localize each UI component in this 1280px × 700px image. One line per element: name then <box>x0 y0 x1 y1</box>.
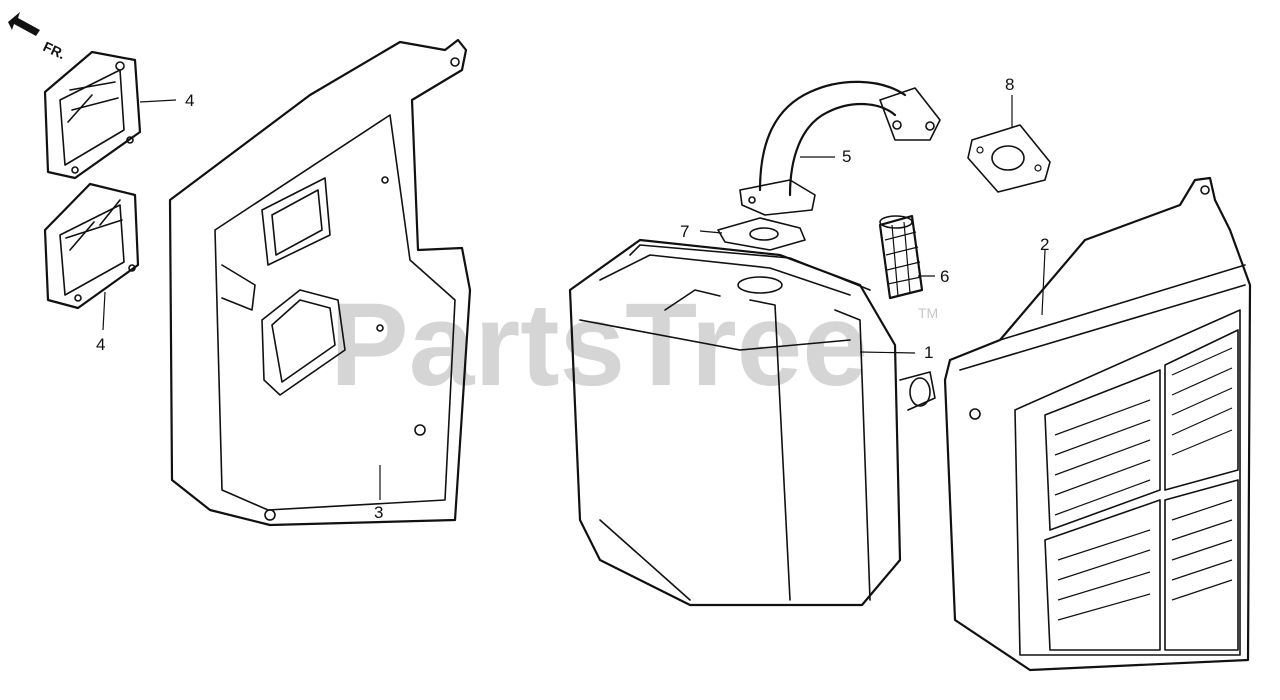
front-direction-label: FR. <box>41 38 68 62</box>
front-direction-arrow-icon <box>8 12 40 36</box>
part-4-plate-upper[interactable] <box>43 50 142 180</box>
part-2-muffler-cover[interactable] <box>943 176 1252 672</box>
leader-lines <box>102 95 1046 500</box>
part-8-exhaust-gasket[interactable] <box>967 124 1051 193</box>
callout-6: 6 <box>940 267 949 286</box>
callout-5: 5 <box>842 147 851 166</box>
part-7-gasket[interactable] <box>717 217 806 251</box>
callout-4-upper: 4 <box>185 91 194 110</box>
callout-8: 8 <box>1005 75 1014 94</box>
part-3-muffler-protector[interactable] <box>168 38 472 527</box>
callout-1: 1 <box>924 343 933 362</box>
callout-2: 2 <box>1040 235 1049 254</box>
watermark-text: PartsTree <box>330 279 868 411</box>
part-5-exhaust-pipe[interactable] <box>739 80 941 216</box>
part-1-muffler[interactable] <box>568 238 936 607</box>
callout-4-lower: 4 <box>96 335 105 354</box>
watermark-tm: TM <box>918 305 938 321</box>
callout-7: 7 <box>680 222 689 241</box>
part-4-plate-lower[interactable] <box>43 182 140 310</box>
part-6-spark-arrester[interactable] <box>878 214 924 300</box>
callout-3: 3 <box>374 503 383 522</box>
